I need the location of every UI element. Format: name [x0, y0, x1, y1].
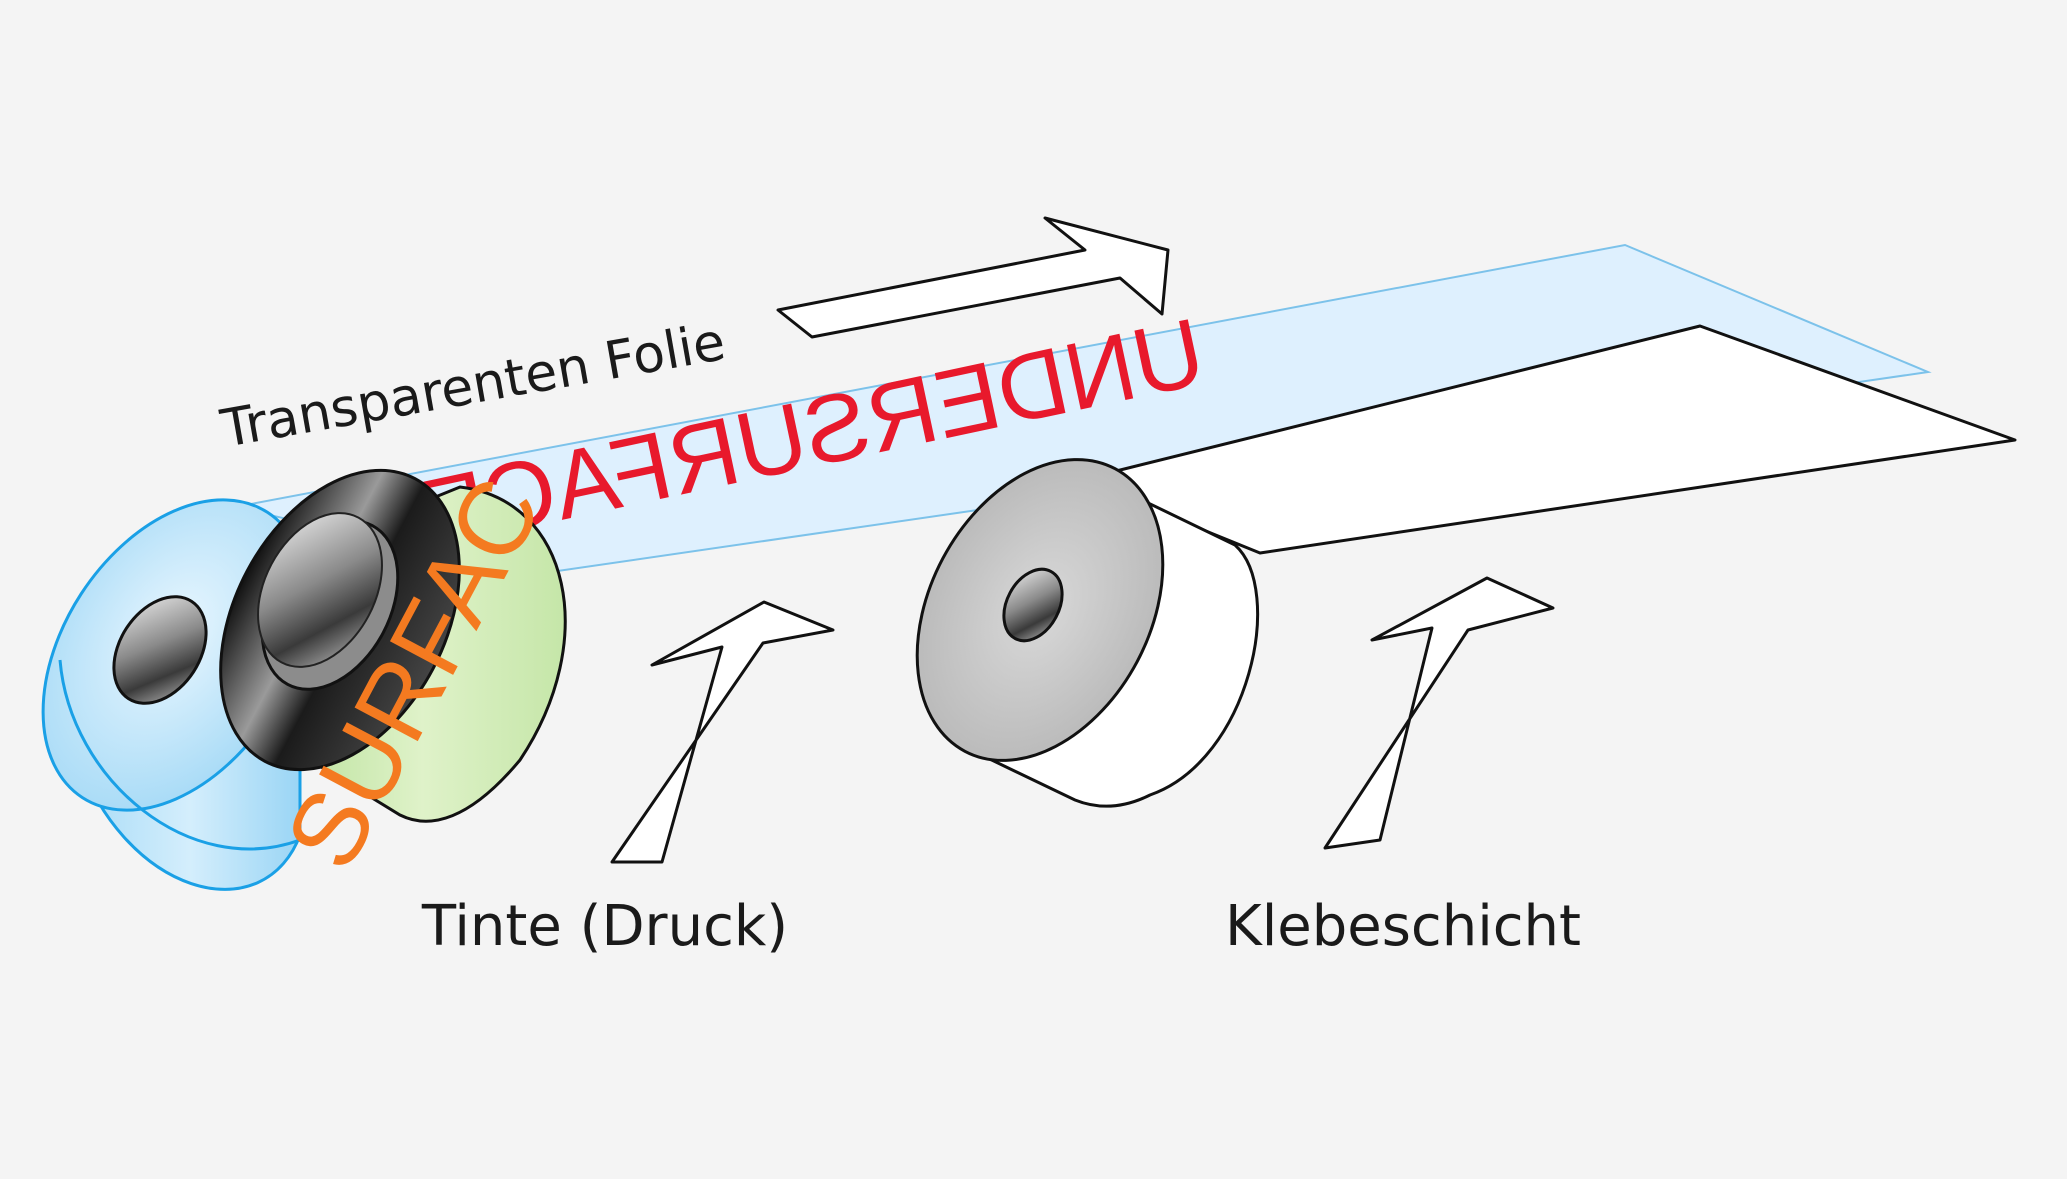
adhesive-roll	[915, 458, 1260, 808]
ink-label: Tinte (Druck)	[421, 894, 788, 959]
adhesive-arrow	[1323, 576, 1555, 850]
adhesive-label: Klebeschicht	[1225, 894, 1581, 959]
ink-arrow	[610, 600, 835, 864]
film-direction-arrow	[776, 216, 1170, 339]
